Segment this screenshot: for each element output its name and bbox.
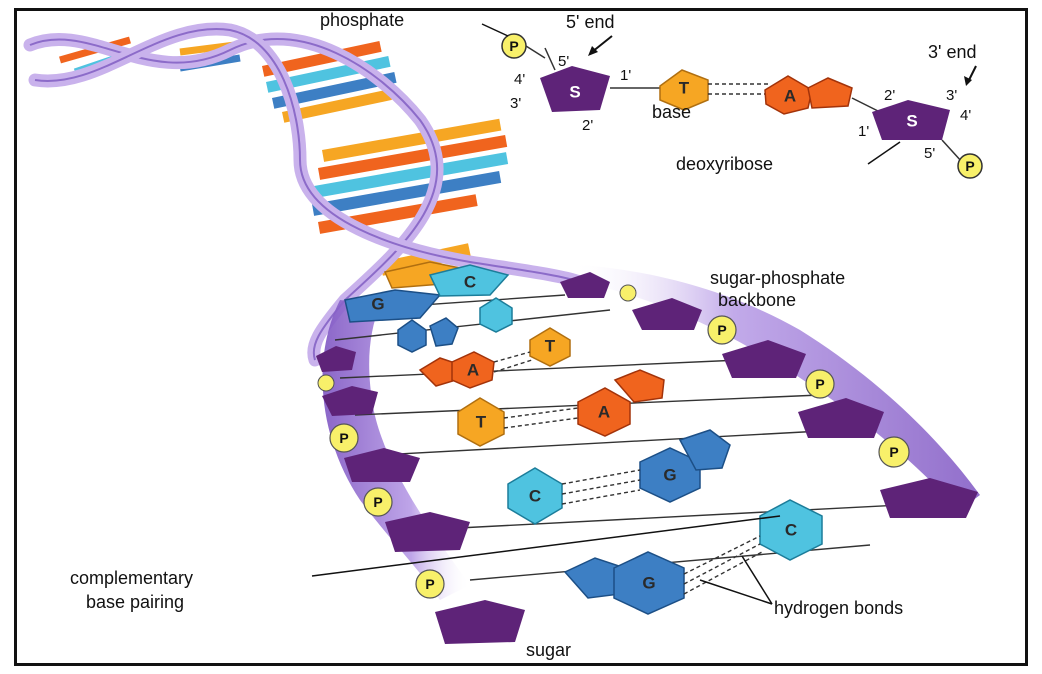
label-base-pairing-text: base pairing <box>86 592 184 612</box>
phosphate-p-1: P <box>330 424 358 452</box>
svg-text:T: T <box>679 79 690 98</box>
phosphate-p-5: P <box>806 370 834 398</box>
svg-text:T: T <box>545 337 556 356</box>
phosphate-p-6: P <box>879 437 909 467</box>
labels: phosphate 5' end 5' 4' 3' 1' 2' base 3' … <box>70 10 976 660</box>
svg-text:P: P <box>509 38 518 54</box>
svg-text:P: P <box>425 576 434 592</box>
svg-text:A: A <box>467 361 479 380</box>
phosphate-p-3: P <box>416 570 444 598</box>
svg-text:C: C <box>529 487 541 506</box>
label-sugar: sugar <box>526 640 571 660</box>
svg-text:P: P <box>889 444 898 460</box>
svg-text:C: C <box>464 273 476 292</box>
svg-text:P: P <box>717 322 726 338</box>
svg-text:3': 3' <box>510 95 521 112</box>
label-hydrogen-bonds: hydrogen bonds <box>774 598 903 618</box>
svg-text:5': 5' <box>558 53 569 70</box>
svg-text:S: S <box>569 83 580 102</box>
svg-text:P: P <box>339 430 348 446</box>
svg-text:P: P <box>965 158 974 174</box>
svg-text:P: P <box>373 494 382 510</box>
svg-text:T: T <box>476 413 487 432</box>
phosphate-p-2: P <box>364 488 392 516</box>
phosphate-p-4: P <box>708 316 736 344</box>
svg-text:A: A <box>784 87 796 106</box>
svg-text:G: G <box>642 574 655 593</box>
label-phosphate: phosphate <box>320 10 404 30</box>
svg-text:G: G <box>663 466 676 485</box>
label-backbone: backbone <box>718 290 796 310</box>
sugar-bottom <box>435 600 525 644</box>
svg-text:5': 5' <box>924 145 935 162</box>
phosphate-detail-right: P <box>958 154 982 178</box>
label-deoxyribose: deoxyribose <box>676 154 773 174</box>
label-five-end: 5' end <box>566 12 614 32</box>
svg-text:2': 2' <box>582 117 593 134</box>
svg-text:P: P <box>815 376 824 392</box>
svg-text:3': 3' <box>946 87 957 104</box>
phosphate-detail-left: P <box>502 34 526 58</box>
svg-text:4': 4' <box>960 107 971 124</box>
svg-text:1': 1' <box>620 67 631 84</box>
svg-text:C: C <box>785 521 797 540</box>
svg-text:1': 1' <box>858 123 869 140</box>
left-sugars <box>316 346 525 644</box>
svg-text:S: S <box>906 112 917 131</box>
label-base: base <box>652 102 691 122</box>
svg-text:2': 2' <box>884 87 895 104</box>
svg-text:A: A <box>598 403 610 422</box>
svg-text:G: G <box>371 295 384 314</box>
label-complementary: complementary <box>70 568 193 588</box>
label-three-end: 3' end <box>928 42 976 62</box>
svg-text:4': 4' <box>514 71 525 88</box>
label-sugar-phosphate: sugar-phosphate <box>710 268 845 288</box>
